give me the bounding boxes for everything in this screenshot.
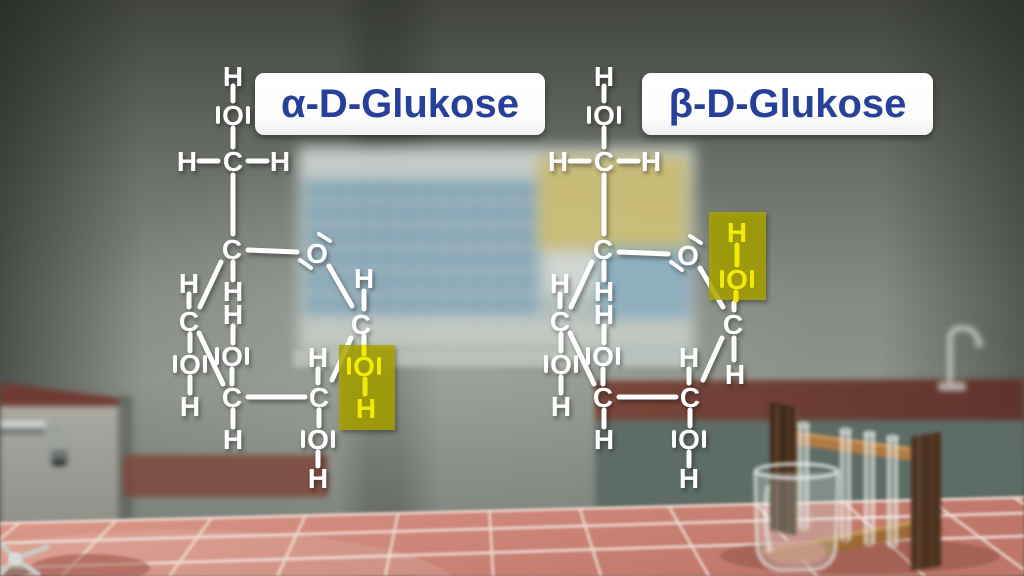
right-faucet-pipe <box>947 325 981 386</box>
left-faucet <box>0 421 68 467</box>
periodic-table-poster <box>298 147 695 359</box>
right-faucet <box>938 325 983 391</box>
rack-left-panel <box>770 402 797 536</box>
atom-label: H <box>548 146 568 177</box>
beta-highlight-bonds <box>733 242 740 303</box>
poster-yellow-block <box>538 157 688 249</box>
molecule-alpha: H O C H H C H O C H O H H O C H H C O H <box>173 61 395 494</box>
atom-label-highlighted: O <box>353 351 375 382</box>
poster-white-block <box>544 251 600 293</box>
atom-label: H <box>679 342 699 373</box>
atom-label: H <box>641 146 661 177</box>
atom-label: O <box>550 349 572 380</box>
alpha-glucose-label: α-D-Glukose <box>255 73 545 135</box>
atom-label: H <box>594 61 614 92</box>
sink-depression <box>30 554 150 576</box>
atom-label: H <box>594 424 614 455</box>
beaker-highlight <box>763 484 773 553</box>
atom-label: O <box>221 341 243 372</box>
beta-glucose-label: β-D-Glukose <box>642 73 933 135</box>
atom-label: C <box>680 382 700 413</box>
atom-label: H <box>223 299 243 330</box>
atom-label: H <box>308 342 328 373</box>
atom-label: H <box>679 463 699 494</box>
atom-label: C <box>309 382 329 413</box>
atom-label: C <box>593 234 613 265</box>
rack-right-panel <box>911 432 941 571</box>
atom-label: H <box>594 299 614 330</box>
right-faucet-spout <box>975 338 983 348</box>
atom-label: O <box>179 349 201 380</box>
atom-label: O <box>678 424 700 455</box>
atom-label: H <box>180 391 200 422</box>
beaker <box>753 462 840 572</box>
beta-atoms: H O C H H C H O C H O H H O C H H C O H <box>548 61 748 494</box>
atom-label: H <box>179 268 199 299</box>
beta-highlight-lone-pairs <box>720 270 754 288</box>
alpha-highlight-lone-pairs <box>347 357 381 375</box>
bench-light-reflection <box>0 530 460 576</box>
atom-label: H <box>223 276 243 307</box>
test-tube <box>839 427 852 543</box>
atom-label: H <box>177 146 197 177</box>
atom-label: C <box>723 309 743 340</box>
faucet-opening <box>51 459 67 467</box>
atom-label: C <box>550 306 570 337</box>
atom-label: H <box>725 359 745 390</box>
rack-top-highlight <box>787 430 921 452</box>
atom-label: C <box>179 306 199 337</box>
back-bench-band <box>123 455 328 497</box>
test-tubes <box>797 421 899 549</box>
atom-label: C <box>351 309 371 340</box>
atom-label: H <box>270 146 290 177</box>
atom-label: O <box>306 238 328 269</box>
atom-label: H <box>594 276 614 307</box>
atom-label: C <box>594 146 614 177</box>
alpha-bonds <box>186 83 367 469</box>
test-tube <box>863 430 876 547</box>
beta-glucose-label-text: β-D-Glukose <box>668 81 907 126</box>
atom-label-highlighted: O <box>726 264 748 295</box>
atom-label: H <box>551 391 571 422</box>
atom-label: O <box>307 424 329 455</box>
beaker-pink-reflection <box>766 539 826 565</box>
atom-label: C <box>593 382 613 413</box>
poster-cell-grid <box>304 181 539 321</box>
beaker-rim <box>754 462 839 480</box>
tap-handle-knob <box>8 552 22 566</box>
alpha-glucose-label-text: α-D-Glukose <box>281 81 519 126</box>
atom-label: O <box>593 100 615 131</box>
atom-label: H <box>223 424 243 455</box>
atom-label: C <box>222 234 242 265</box>
atom-label: H <box>308 463 328 494</box>
molecule-beta: H O C H H C H O C H O H H O C H H C O H <box>544 61 766 494</box>
alpha-highlight-bonds <box>361 344 368 397</box>
beta-lone-pairs <box>544 106 706 448</box>
atom-label: H <box>550 268 570 299</box>
tap-handle <box>0 542 50 576</box>
faucet-pipe <box>0 421 65 453</box>
atom-label: H <box>223 61 243 92</box>
atom-label: C <box>223 146 243 177</box>
atom-label: O <box>222 100 244 131</box>
atom-label: O <box>677 240 699 271</box>
faucet-tip <box>51 450 68 462</box>
test-tube <box>886 434 899 549</box>
beta-bonds <box>557 83 737 469</box>
atom-label-highlighted: H <box>727 217 747 248</box>
atom-label: O <box>592 341 614 372</box>
atom-label: H <box>354 263 374 294</box>
rack-top-rail <box>788 431 920 462</box>
atom-label-highlighted: H <box>356 393 376 424</box>
right-faucet-base <box>938 382 966 391</box>
atom-label: C <box>222 382 242 413</box>
alpha-atoms: H O C H H C H O C H O H H O C H H C O H <box>177 61 376 494</box>
alpha-lone-pairs <box>173 106 335 448</box>
